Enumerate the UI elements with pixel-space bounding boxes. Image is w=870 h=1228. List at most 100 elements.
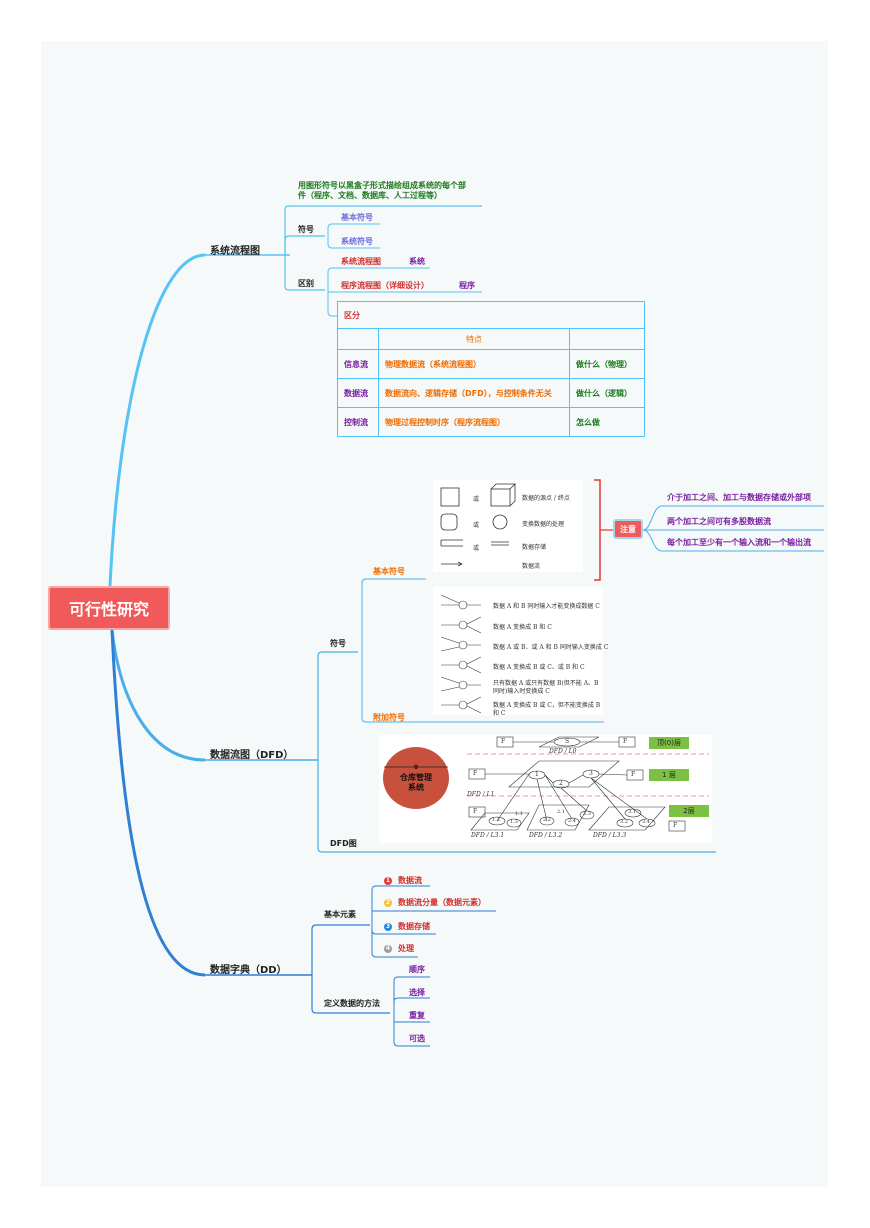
layer-1-label: 1 层: [649, 769, 689, 781]
legend-process: 变换数据的处理: [522, 521, 565, 528]
dfd-f: F: [473, 770, 478, 777]
dfd-n31: 3.1: [628, 809, 636, 815]
system-flowchart-item: 系统流程图: [341, 257, 381, 266]
row-note: 做什么（逻辑）: [569, 378, 645, 408]
row-name: 数据流: [337, 378, 379, 408]
extra-symbols-legend: 数据 A 和 B 同时输入才能变换成数据 C 数据 A 变换成 B 和 C 数据…: [433, 587, 608, 717]
legend-store: 数据存储: [522, 544, 547, 551]
dfd-n22: 2.2: [543, 817, 551, 823]
dfd-n13: 1.3: [510, 819, 518, 825]
basic-symbols-legend: 或 或 或 数据的源点 / 终点 变换数据的处理 数据存储 数据流: [433, 480, 583, 572]
basic-symbol-label: 基本符号: [341, 213, 373, 222]
dfd-n12: 1.2: [492, 817, 500, 823]
extra-caption: 数据 A 和 B 同时输入才能变换成数据 C: [493, 603, 600, 610]
dfd-layers-image: 0 仓库管理 系统 F S F DFD / L0 F 1 2 3 F DFD /…: [379, 735, 712, 843]
element-item: 1 数据流: [384, 876, 422, 886]
num-badge: 3: [384, 922, 392, 931]
dfd-system-num: 0: [413, 764, 419, 771]
legend-or-2: 或: [473, 522, 480, 529]
legend-or-1: 或: [473, 496, 480, 503]
element-label: 数据流: [398, 876, 422, 885]
dfd-n23: 2.3: [583, 811, 591, 817]
row-desc: 数据流向、逻辑存储（DFD），与控制条件无关: [378, 378, 570, 408]
table-row: 控制流 物理过程控制时序（程序流程图） 怎么做: [337, 407, 645, 437]
legend-source-sink: 数据的源点 / 终点: [522, 495, 570, 502]
symbol-label: 符号: [298, 225, 314, 234]
dfd-f: F: [473, 808, 478, 815]
row-desc: 物理过程控制时序（程序流程图）: [378, 407, 570, 437]
table-corner: [337, 328, 379, 350]
extra-caption: 数据 A 变换成 B 或 C，但不能变换成 B: [493, 702, 601, 709]
note-badge[interactable]: 注意: [613, 519, 643, 539]
note-item: 每个加工至少有一个输入流和一个输出流: [667, 538, 811, 547]
system-flowchart-desc-line2: 件（程序、文档、数据库、人工过程等）: [298, 191, 442, 200]
dfd-n24: 2.4: [568, 818, 576, 824]
dfd-system-name-2: 系统: [408, 783, 424, 792]
row-note: 怎么做: [569, 407, 645, 437]
dfd-f: F: [501, 738, 506, 745]
row-note: 做什么（物理）: [569, 349, 645, 379]
dfd-l0: DFD / L0: [549, 748, 577, 755]
note-item: 介于加工之间、加工与数据存储或外部项: [667, 493, 811, 502]
dfd-l31: DFD / L3.1: [471, 832, 505, 839]
element-label: 数据流分量（数据元素）: [398, 898, 486, 907]
dfd-l32: DFD / L3.2: [529, 832, 563, 839]
method-item: 顺序: [409, 965, 425, 974]
extra-symbols-graphic: [440, 594, 482, 714]
branch-dfd[interactable]: 数据流图（DFD）: [210, 750, 294, 761]
dfd-layers-graphic: [383, 736, 709, 832]
comparison-table: 区分 特点 信息流 物理数据流（系统流程图） 做什么（物理） 数据流 数据流向、…: [337, 301, 645, 437]
legend-or-3: 或: [473, 545, 480, 552]
num-badge: 4: [384, 944, 392, 953]
extra-caption: 和 C: [493, 710, 506, 717]
layer-2-label: 2层: [669, 805, 709, 817]
num-badge: 2: [384, 898, 392, 907]
dfd-s: S: [565, 738, 570, 745]
dfd-p3: 3: [589, 770, 593, 777]
dfd-f: F: [673, 822, 678, 829]
row-name: 控制流: [337, 407, 379, 437]
system-flowchart-desc-line1: 用图形符号以黑盒子形式描绘组成系统的每个部: [298, 181, 466, 190]
table-row: 信息流 物理数据流（系统流程图） 做什么（物理）: [337, 349, 645, 379]
num-badge: 1: [384, 876, 392, 885]
system-item: 系统: [409, 257, 425, 266]
dfd-n34: 3.4: [642, 819, 650, 825]
dfd-extra-symbol-label: 附加符号: [373, 713, 405, 722]
dfd-f: F: [631, 771, 636, 778]
method-item: 重复: [409, 1011, 425, 1020]
extra-caption: 同时)输入时变换成 C: [493, 688, 550, 695]
table-title: 区分: [337, 301, 645, 329]
system-symbol-label: 系统符号: [341, 237, 373, 246]
extra-caption: 数据 A 变换成 B 或 C、或 B 和 C: [493, 664, 585, 671]
dfd-p2: 2: [559, 780, 563, 787]
dfd-system-name: 仓库管理: [400, 773, 432, 782]
program-flowchart-item: 程序流程图（详细设计）: [341, 281, 429, 290]
note-item: 两个加工之间可有多股数据流: [667, 517, 771, 526]
dfd-p1: 1: [535, 771, 539, 778]
dfd-f: F: [623, 738, 628, 745]
extra-caption: 数据 A 或 B、或 A 和 B 同时输入变换成 C: [493, 644, 609, 651]
dfd-basic-symbol-label: 基本符号: [373, 567, 405, 576]
extra-caption: 只有数据 A 或只有数据 B(但不能 A、B: [493, 680, 599, 687]
element-item: 4 处理: [384, 944, 414, 954]
define-method-label: 定义数据的方法: [324, 999, 380, 1008]
dfd-l1: DFD / L1: [467, 791, 495, 798]
element-label: 处理: [398, 944, 414, 953]
branch-data-dictionary[interactable]: 数据字典（DD）: [210, 965, 287, 976]
dfd-diagram-label: DFD图: [330, 839, 357, 848]
method-item: 选择: [409, 988, 425, 997]
basic-symbols-graphic: [440, 483, 516, 567]
branch-system-flowchart[interactable]: 系统流程图: [210, 246, 260, 257]
basic-elements-label: 基本元素: [324, 910, 356, 919]
dfd-n21: 2.1: [557, 809, 565, 815]
element-item: 3 数据存储: [384, 922, 430, 932]
program-item: 程序: [459, 281, 475, 290]
row-desc: 物理数据流（系统流程图）: [378, 349, 570, 379]
dfd-n11: 1.1: [515, 811, 523, 817]
root-topic[interactable]: 可行性研究: [48, 586, 170, 630]
row-name: 信息流: [337, 349, 379, 379]
element-label: 数据存储: [398, 922, 430, 931]
dfd-n32: 3.2: [620, 819, 628, 825]
element-item: 2 数据流分量（数据元素）: [384, 898, 486, 908]
